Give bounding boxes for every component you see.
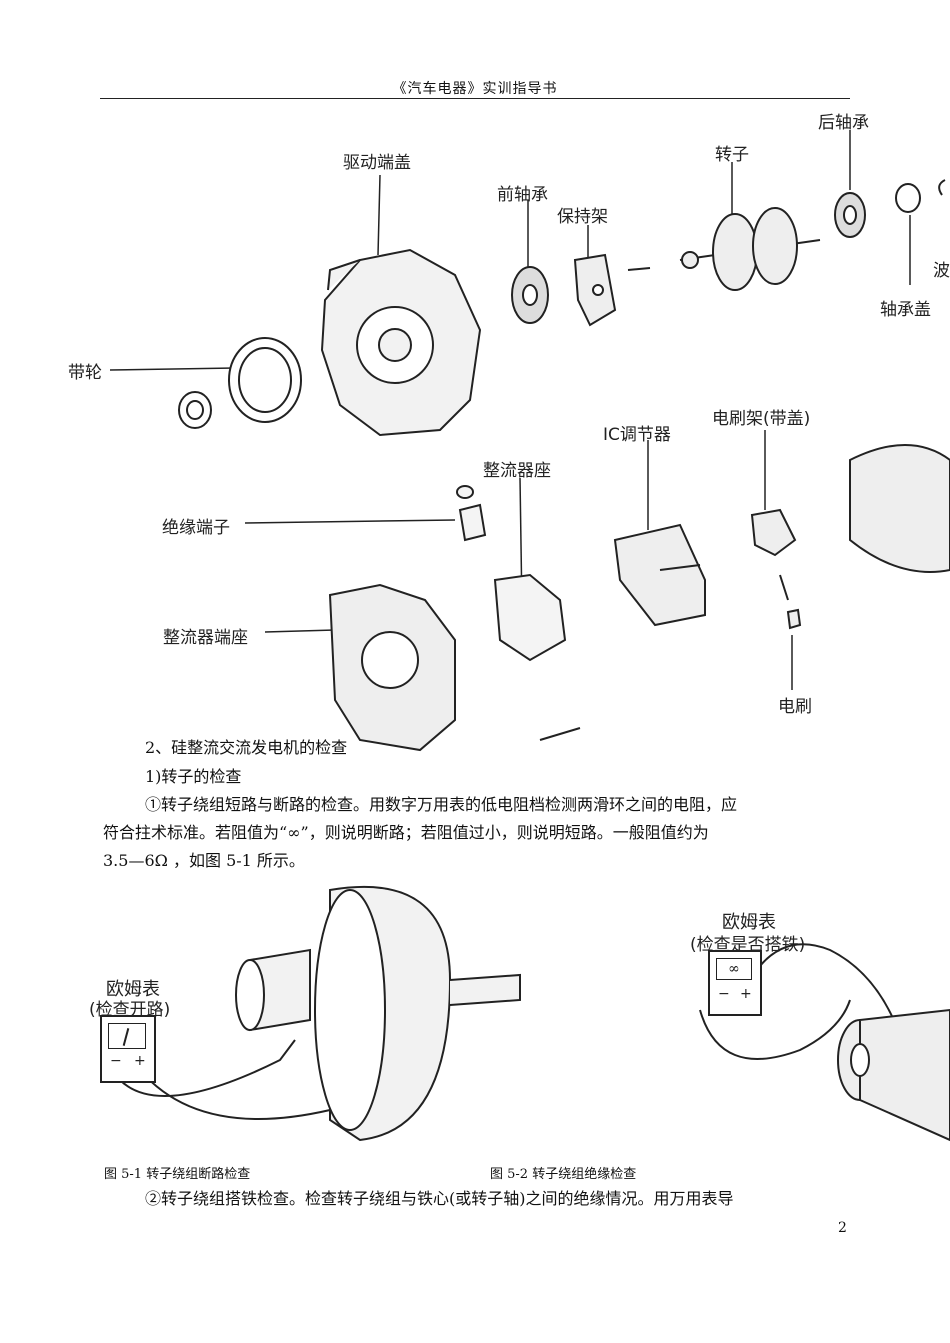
ic-regulator-drawing (613, 523, 706, 627)
page-number: 2 (838, 1220, 847, 1236)
rear-housing-drawing (849, 444, 950, 573)
meter-left-dial (108, 1023, 146, 1049)
retainer-drawing (573, 253, 651, 327)
paragraph-1-line-2: 符合拄术标准。若阻值为“∞”，则说明断路；若阻值过小，则说明短路。一般阻值约为 (103, 823, 709, 842)
meter-left-title: 欧姆表 (106, 979, 160, 1000)
paragraph-2: ②转子绕组搭铁检查。检查转子绕组与铁心(或转子轴)之间的绝缘情况。用万用表导 (145, 1189, 734, 1208)
paragraph-1-line-3: 3.5—6Ω ，如图 5-1 所示。 (103, 851, 305, 870)
label-pulley: 带轮 (68, 363, 102, 383)
subheading: 1)转子的检查 (145, 767, 242, 786)
header-rule (100, 98, 850, 99)
paragraph-1-line-1: ①转子绕组短路与断路的检查。用数字万用表的低电阻档检测两滑环之间的电阻，应 (145, 795, 738, 814)
pulley-drawing (178, 337, 302, 429)
drive-end-leader (377, 174, 381, 256)
ohmmeter-right: ∞ − + (708, 950, 762, 1016)
pulley-leader (109, 367, 236, 371)
brush-holder-drawing (750, 508, 802, 630)
label-retainer: 保持架 (557, 207, 608, 227)
figure-5-2-drawing (699, 943, 950, 1142)
meter-left-plus: + (134, 1053, 146, 1069)
label-rotor: 转子 (715, 145, 749, 165)
label-brush: 电刷 (778, 697, 812, 717)
label-ic-regulator: IC调节器 (603, 425, 671, 445)
meter-right-display: ∞ (716, 958, 752, 980)
drive-end-cover-drawing (320, 248, 482, 437)
meter-left-needle (122, 1028, 130, 1046)
label-drive-end-cover: 驱动端盖 (343, 153, 411, 173)
figure-5-1-caption: 图 5-1 转子绕组断路检查 (104, 1167, 251, 1182)
label-bearing-cap: 轴承盖 (880, 300, 931, 320)
meter-right-title: 欧姆表 (722, 912, 776, 933)
figure-5-2-caption: 图 5-2 转子绕组绝缘检查 (490, 1167, 637, 1182)
lead-wire-4 (699, 999, 851, 1060)
lead-wire-2 (119, 1039, 296, 1097)
label-rectifier-seat: 整流器座 (483, 461, 551, 481)
rear-bearing-drawing (834, 179, 946, 238)
rectifier-end-seat-drawing (328, 583, 581, 752)
page-header: 《汽车电器》实训指导书 (392, 81, 558, 97)
label-wave: 波 (933, 261, 950, 281)
lead-wire-1 (139, 1069, 331, 1120)
insulating-terminal-leader (244, 519, 456, 524)
label-front-bearing: 前轴承 (497, 185, 548, 205)
rectifier-end-seat-leader (264, 629, 336, 633)
meter-left-minus: − (110, 1053, 122, 1069)
ohmmeter-left: − + (100, 1015, 156, 1083)
label-insulating-terminal: 绝缘端子 (162, 518, 230, 538)
alternator-exploded-diagram (109, 130, 950, 752)
meter-right-minus: − (718, 986, 730, 1002)
rotor-rear-shaft (449, 973, 521, 1006)
rotor-drawing (679, 207, 821, 291)
rectifier-seat-drawing (456, 485, 567, 662)
label-rear-bearing: 后轴承 (818, 113, 869, 133)
meter-right-display-value: ∞ (728, 961, 740, 977)
label-rectifier-end-seat: 整流器端座 (163, 628, 248, 648)
figure-5-1-drawing (119, 885, 521, 1142)
section-heading: 2、硅整流交流发电机的检查 (145, 738, 348, 757)
front-bearing-drawing (511, 266, 549, 324)
meter-right-plus: + (740, 986, 752, 1002)
label-brush-holder: 电刷架(带盖) (712, 409, 811, 429)
